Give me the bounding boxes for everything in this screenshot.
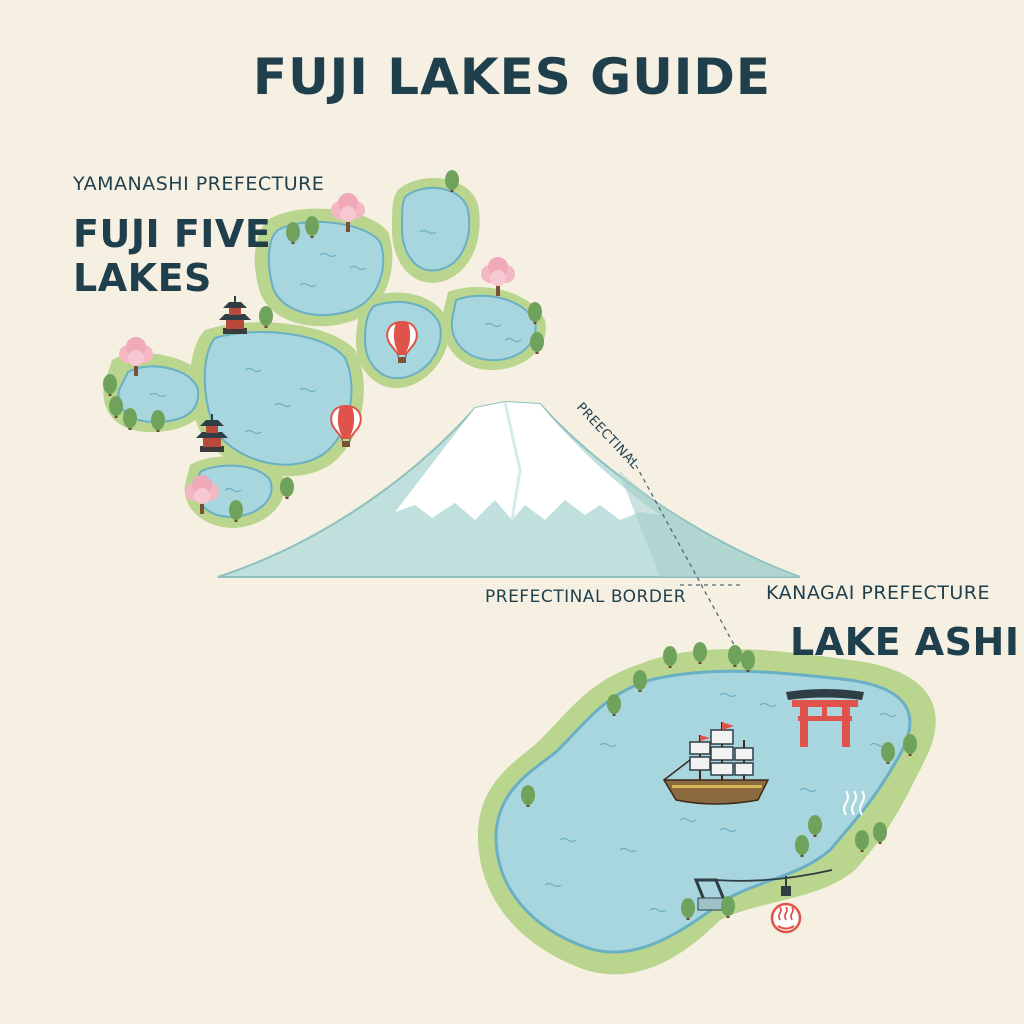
fuji-five-lakes-label-line2: LAKES xyxy=(73,256,212,300)
fuji-five-lakes-label-line1: FUJI FIVE xyxy=(73,212,272,256)
lake-yamanaka xyxy=(450,294,537,362)
map-title: FUJI LAKES GUIDE xyxy=(252,48,772,106)
pirate-ship-icon xyxy=(662,722,770,805)
mount-fuji-icon xyxy=(217,400,801,578)
lake-small-west xyxy=(117,365,200,424)
torii-gate-icon xyxy=(786,689,864,747)
pagoda-icon xyxy=(218,295,252,335)
steam-icon xyxy=(843,790,865,816)
fuji-five-lakes-group xyxy=(103,170,546,528)
hot-spring-icon xyxy=(770,902,802,934)
lake-ashi-label: LAKE ASHI xyxy=(790,620,1020,664)
prefectural-border-line xyxy=(631,457,740,653)
prefectural-border-label: PREFECTINAL BORDER xyxy=(485,587,687,607)
lake-ashi-group xyxy=(477,642,936,975)
lake-saiko xyxy=(203,331,353,466)
yamanashi-prefecture-label: YAMANASHI PREFECTURE xyxy=(73,173,325,195)
kanagawa-prefecture-label: KANAGAI PREFECTURE xyxy=(766,582,990,604)
lake-shoji xyxy=(400,186,471,272)
